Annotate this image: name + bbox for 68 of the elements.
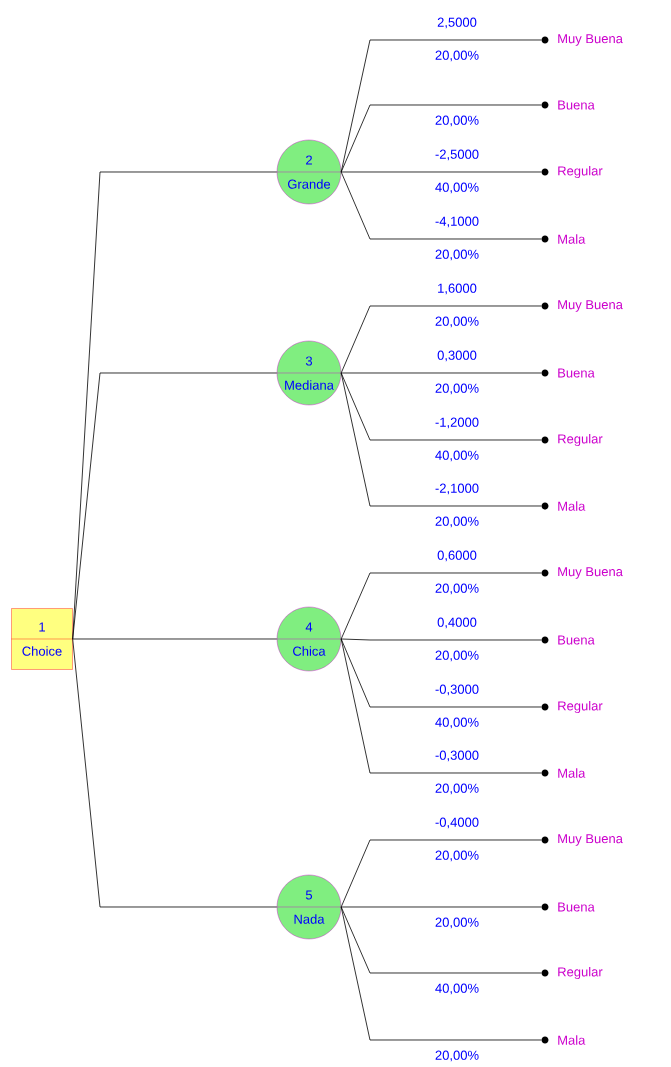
probability-label: 20,00% [435, 50, 479, 62]
outcome-label: Mala [558, 234, 586, 244]
branch-line [340, 572, 542, 640]
probability-label: 40,00% [435, 182, 479, 194]
branch-line [340, 171, 542, 240]
branch-line [340, 104, 542, 173]
outcome-label: Mala [558, 1035, 586, 1045]
branch-line [340, 39, 542, 173]
payoff-value: 0,4000 [437, 617, 477, 629]
chance-node: 5 Nada [276, 874, 342, 940]
probability-label: 20,00% [435, 850, 479, 862]
outcome-label: Regular [558, 165, 603, 179]
branch-line [340, 839, 542, 908]
probability-label: 20,00% [435, 650, 479, 662]
decision-box: 1 Choice [11, 608, 73, 670]
outcome-label: Regular [558, 966, 603, 980]
outcome-label: Regular [558, 700, 603, 714]
branch-line [340, 372, 542, 507]
outcome-label: Mala [558, 768, 586, 778]
outcome-label: Muy Buena [558, 834, 623, 846]
payoff-value: 2,5000 [437, 17, 477, 29]
payoff-value: -0,3000 [435, 750, 479, 762]
branch-line [72, 372, 278, 640]
probability-label: 40,00% [435, 717, 479, 729]
outcome-label: Muy Buena [558, 567, 623, 579]
payoff-value: 0,6000 [437, 550, 477, 562]
payoff-value: -0,3000 [435, 684, 479, 696]
outcome-label: Mala [558, 501, 586, 511]
branch-line [340, 638, 542, 708]
branch-line [340, 638, 542, 641]
probability-label: 20,00% [435, 583, 479, 595]
payoff-value: -1,2000 [435, 417, 479, 429]
branch-line [340, 906, 542, 908]
branch-line [340, 372, 542, 374]
probability-label: 40,00% [435, 450, 479, 462]
payoff-value: -4,1000 [435, 216, 479, 228]
outcome-label: Buena [558, 100, 595, 110]
probability-label: 20,00% [435, 1050, 479, 1062]
payoff-value: -0,4000 [435, 817, 479, 829]
chance-node: 4 Chica [276, 606, 342, 672]
probability-label: 20,00% [435, 383, 479, 395]
chance-node: 2 Grande [276, 139, 342, 205]
branch-line [340, 171, 542, 173]
probability-label: 20,00% [435, 115, 479, 127]
outcome-label: Buena [558, 368, 595, 378]
payoff-value: 0,3000 [437, 350, 477, 362]
outcome-label: Regular [558, 433, 603, 447]
probability-label: 20,00% [435, 783, 479, 795]
branch-line [340, 906, 542, 974]
branch-line [340, 638, 542, 774]
payoff-value: -2,5000 [435, 149, 479, 161]
outcome-label: Muy Buena [558, 300, 623, 312]
outcome-label: Buena [558, 635, 595, 645]
branch-line [340, 305, 542, 374]
probability-label: 40,00% [435, 983, 479, 995]
chance-node: 3 Mediana [276, 340, 342, 406]
probability-label: 20,00% [435, 316, 479, 328]
probability-label: 20,00% [435, 516, 479, 528]
branch-line [72, 638, 278, 640]
outcome-label: Buena [558, 902, 595, 912]
branch-line [340, 906, 542, 1041]
branch-line [340, 372, 542, 441]
probability-label: 20,00% [435, 917, 479, 929]
outcome-label: Muy Buena [558, 34, 623, 46]
branch-line [72, 638, 278, 908]
probability-label: 20,00% [435, 249, 479, 261]
payoff-value: -2,1000 [435, 483, 479, 495]
payoff-value: 1,6000 [438, 283, 477, 295]
